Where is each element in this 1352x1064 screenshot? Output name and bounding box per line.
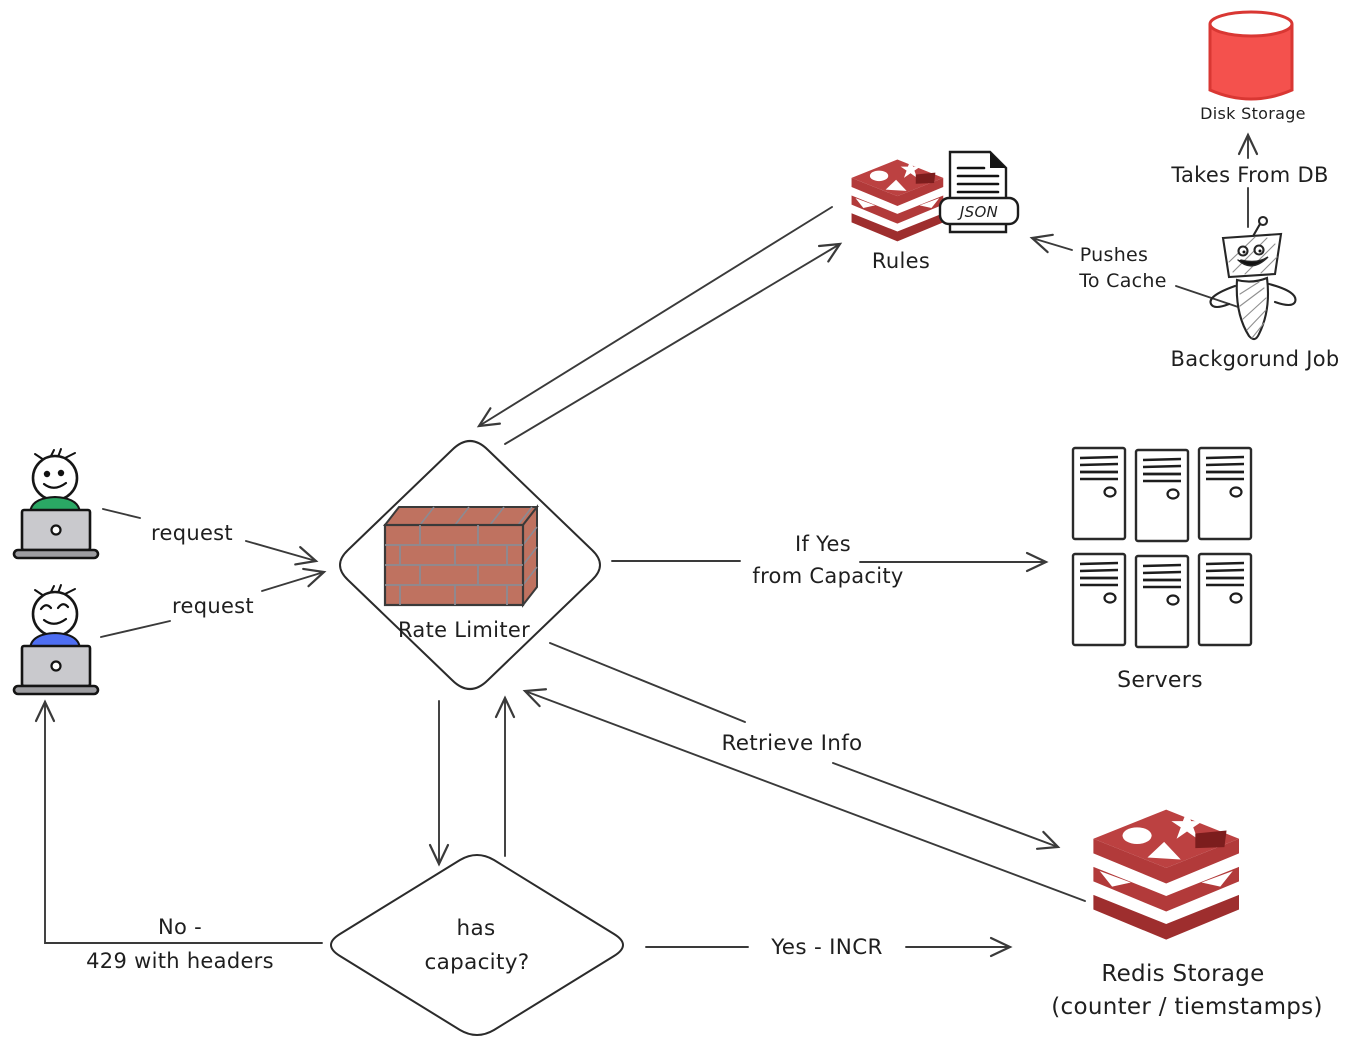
user-top-node	[12, 448, 100, 560]
arrow-request-bottom-head	[261, 567, 327, 592]
if-yes-label: If Yes from Capacity	[752, 532, 903, 588]
robot-icon	[1209, 215, 1297, 341]
rules-label: Rules	[872, 249, 930, 273]
server-icon	[1197, 446, 1253, 541]
arrow-request-top-head	[245, 540, 319, 566]
redis-storage-icon	[1093, 809, 1239, 940]
redis-rules-icon	[851, 159, 944, 242]
redis-storage-label: Redis Storage	[1101, 961, 1264, 987]
laptop-user-icon	[12, 584, 100, 696]
svg-text:If Yes: If Yes	[795, 532, 851, 556]
svg-text:has: has	[457, 916, 496, 941]
server-icon	[1071, 446, 1127, 541]
user-bottom-node	[12, 584, 100, 696]
svg-text:capacity?: capacity?	[425, 950, 530, 975]
retrieve-info-label: Retrieve Info	[721, 731, 862, 756]
arrow-request-top	[102, 508, 141, 519]
redis-storage-sublabel: (counter / tiemstamps)	[1051, 994, 1322, 1020]
laptop-user-icon	[12, 448, 100, 560]
yes-incr-label: Yes - INCR	[770, 935, 883, 960]
arrow-rules-to-ratelimiter	[476, 206, 833, 428]
svg-text:from Capacity: from Capacity	[752, 564, 903, 588]
servers-node: Servers	[1071, 446, 1253, 693]
request-bottom-label: request	[172, 594, 254, 618]
arrow-pushes-head	[1029, 233, 1073, 254]
server-icon	[1134, 554, 1190, 649]
server-icon	[1071, 552, 1127, 647]
takes-from-db-label: Takes From DB	[1170, 163, 1328, 187]
disk-storage-label: Disk Storage	[1200, 104, 1306, 123]
rate-limiter-node: Rate Limiter	[339, 440, 601, 690]
servers-label: Servers	[1117, 668, 1203, 693]
disk-storage-node: Disk Storage	[1200, 10, 1306, 123]
pushes-to-cache-label: Pushes To Cache	[1078, 244, 1167, 292]
json-file-icon: JSON	[938, 150, 1020, 234]
request-top-label: request	[151, 521, 233, 545]
svg-text:Pushes: Pushes	[1080, 244, 1149, 266]
redis-storage-node: Redis Storage (counter / tiemstamps)	[1051, 809, 1322, 1020]
rate-limiter-label: Rate Limiter	[398, 618, 530, 642]
svg-text:429 with headers: 429 with headers	[86, 949, 274, 973]
no-429-label: No - 429 with headers	[86, 915, 274, 973]
json-badge: JSON	[957, 203, 998, 221]
arrow-request-bottom	[100, 620, 171, 638]
svg-text:To Cache: To Cache	[1078, 270, 1167, 292]
brick-wall-icon	[382, 504, 540, 608]
svg-text:No -: No -	[158, 915, 202, 939]
background-job-label: Backgorund Job	[1171, 347, 1340, 371]
server-icon	[1134, 448, 1190, 543]
arrow-retrieve-right	[832, 762, 1061, 850]
arrow-ratelimiter-to-rules	[504, 242, 843, 445]
arrow-redis-to-ratelimiter	[522, 688, 1086, 902]
background-job-node: Backgorund Job	[1171, 215, 1340, 371]
server-icon	[1197, 552, 1253, 647]
has-capacity-node: has capacity?	[330, 854, 624, 1036]
arrow-no-429	[34, 699, 323, 944]
arrow-retrieve-left	[549, 642, 746, 723]
disk-storage-icon	[1208, 10, 1294, 101]
has-capacity-diamond	[330, 854, 624, 1036]
rules-node: JSON Rules	[851, 150, 1020, 273]
